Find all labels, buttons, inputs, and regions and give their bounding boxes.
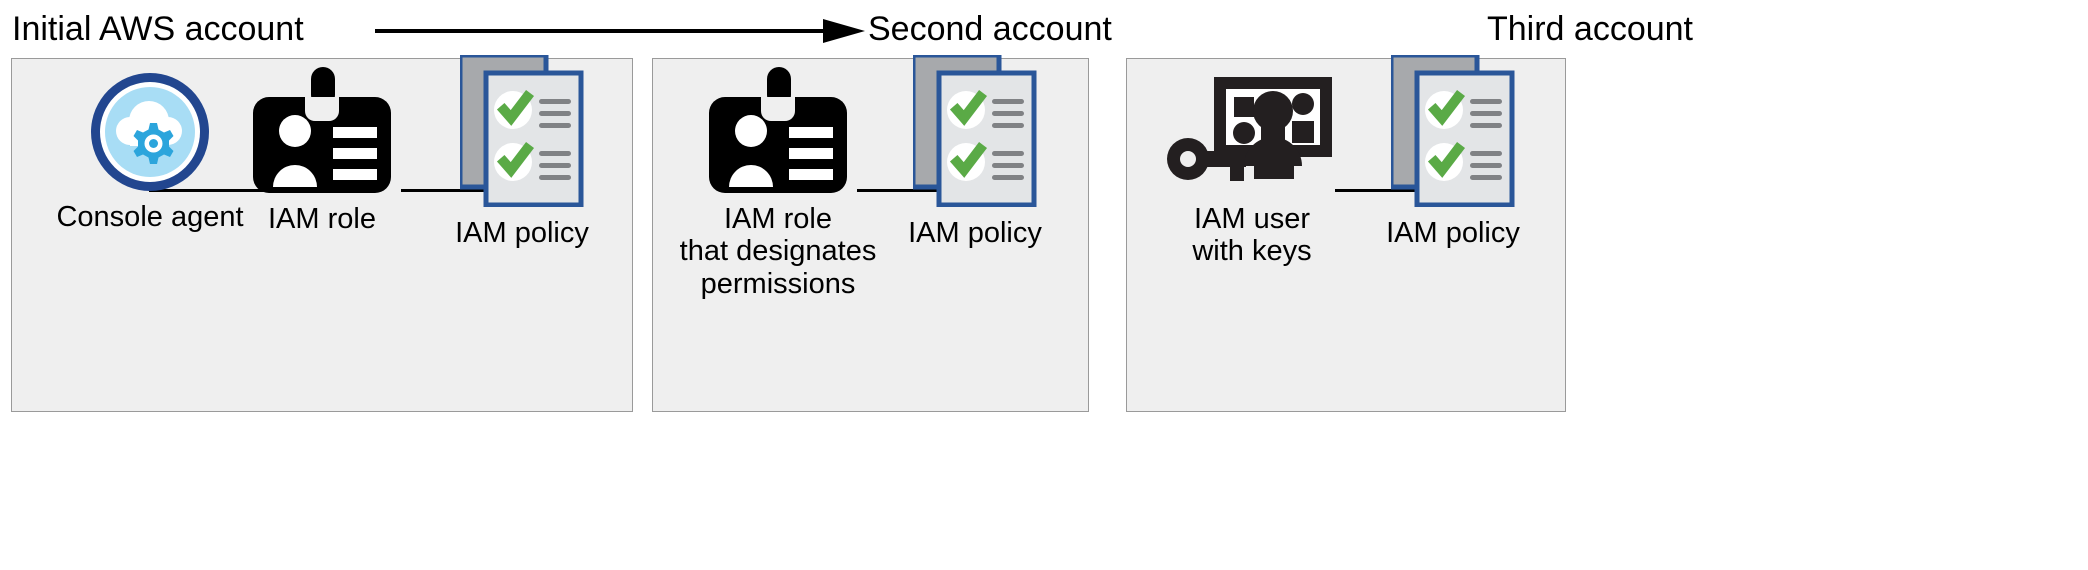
account-heading-initial: Initial AWS account bbox=[12, 10, 304, 48]
account-heading-second: Second account bbox=[868, 10, 1112, 48]
node-label-iam-policy-2: IAM policy bbox=[908, 217, 1042, 249]
node-label-iam-role-designates: IAM role that designates permissions bbox=[679, 203, 877, 300]
connector-role2-to-policy2 bbox=[857, 189, 977, 192]
flow-arrow-icon bbox=[375, 19, 865, 43]
node-iam-policy-1[interactable]: IAM policy bbox=[402, 52, 642, 249]
connector-agent-to-role bbox=[149, 189, 274, 192]
iam-policy-icon bbox=[457, 52, 584, 208]
account-panel-initial: Console agent bbox=[11, 52, 633, 412]
account-panel-second: IAM role that designates permissions bbox=[652, 52, 1089, 412]
cloud-gear-icon bbox=[116, 101, 182, 164]
node-iam-role-designates[interactable]: IAM role that designates permissions bbox=[658, 67, 898, 300]
node-label-iam-policy-1: IAM policy bbox=[455, 217, 589, 249]
iam-policy-icon bbox=[910, 52, 1037, 208]
connector-user-to-policy3 bbox=[1335, 189, 1455, 192]
iam-role-badge-icon bbox=[253, 67, 391, 193]
node-label-iam-user-with-keys: IAM user with keys bbox=[1192, 203, 1312, 268]
connector-role-to-policy bbox=[401, 189, 524, 192]
node-iam-policy-2[interactable]: IAM policy bbox=[855, 52, 1095, 249]
node-label-iam-policy-3: IAM policy bbox=[1386, 217, 1520, 249]
iam-user-keys-icon bbox=[1166, 71, 1338, 193]
account-heading-third: Third account bbox=[1487, 10, 1693, 48]
iam-policy-icon bbox=[1388, 52, 1515, 208]
node-label-console-agent: Console agent bbox=[56, 201, 244, 233]
node-console-agent[interactable]: Console agent bbox=[30, 73, 270, 233]
node-iam-role[interactable]: IAM role bbox=[202, 67, 442, 235]
node-label-iam-role: IAM role bbox=[268, 203, 376, 235]
console-agent-icon bbox=[91, 73, 209, 191]
node-iam-policy-3[interactable]: IAM policy bbox=[1333, 52, 1573, 249]
iam-role-badge-icon bbox=[709, 67, 847, 193]
node-iam-user-with-keys[interactable]: IAM user with keys bbox=[1137, 71, 1367, 268]
account-panel-third: IAM user with keys bbox=[1126, 52, 1566, 412]
